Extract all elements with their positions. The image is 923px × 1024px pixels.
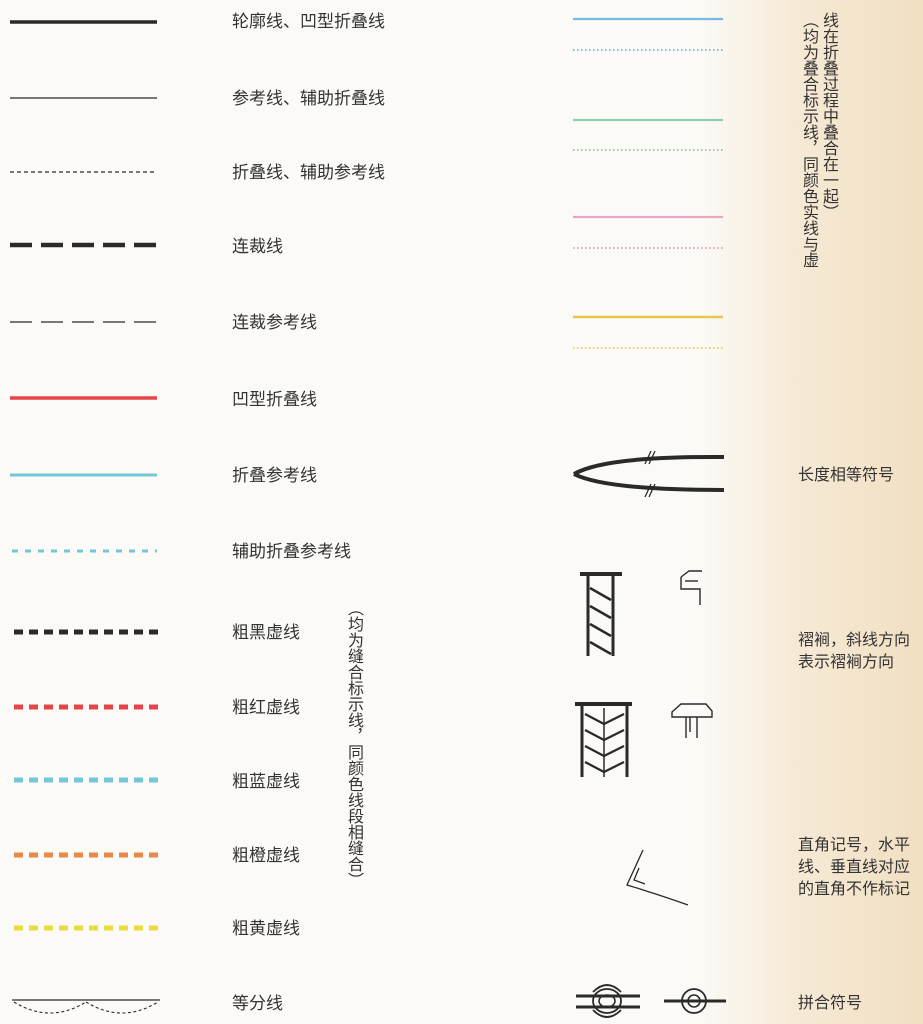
label-cut-line: 连裁线 [232, 237, 283, 257]
overlap-note-column-2: （均为叠合标示线，同颜色实线与虚 [800, 12, 819, 268]
label-thick-black-dash: 粗黑虚线 [232, 623, 300, 643]
join-symbol-double [576, 984, 640, 1018]
paper-shading [700, 0, 923, 1024]
label-thick-yellow-dash: 粗黄虚线 [232, 919, 300, 939]
label-valley-fold: 凹型折叠线 [232, 390, 317, 410]
label-thick-blue-dash: 粗蓝虚线 [232, 772, 300, 792]
label-outline-line: 轮廓线、凹型折叠线 [232, 12, 385, 32]
label-join: 拼合符号 [798, 993, 863, 1012]
equal-length-symbol [572, 450, 725, 498]
right-angle-symbol [626, 849, 689, 906]
label-pleat: 褶裥，斜线方向表示褶裥方向 [798, 630, 911, 671]
label-thick-orange-dash: 粗橙虚线 [232, 846, 300, 866]
label-cut-reference: 连裁参考线 [232, 313, 317, 333]
stitch-marking-note: （均为缝合标示线，同颜色线段相缝合） [345, 600, 364, 888]
label-thick-red-dash: 粗红虚线 [232, 698, 300, 718]
pleat-symbol-single [580, 572, 622, 656]
label-reference-line: 参考线、辅助折叠线 [232, 89, 385, 109]
label-fold-reference: 折叠参考线 [232, 466, 317, 486]
label-fold-line: 折叠线、辅助参考线 [232, 163, 385, 183]
equal-division-sample [12, 999, 160, 1014]
label-aux-fold-reference: 辅助折叠参考线 [232, 542, 351, 562]
label-right-angle: 直角记号，水平线、垂直线对应的直角不作标记 [798, 835, 911, 898]
pleat-symbol-double [575, 702, 632, 777]
join-symbol-single [664, 988, 726, 1014]
pleat-fold-icon-single [680, 570, 702, 605]
overlap-note-column-1: 线在折叠过程中叠合在一起） [820, 12, 839, 220]
label-equal-length: 长度相等符号 [798, 465, 895, 484]
label-equal-division: 等分线 [232, 994, 283, 1014]
pleat-fold-icon-double [671, 703, 713, 738]
